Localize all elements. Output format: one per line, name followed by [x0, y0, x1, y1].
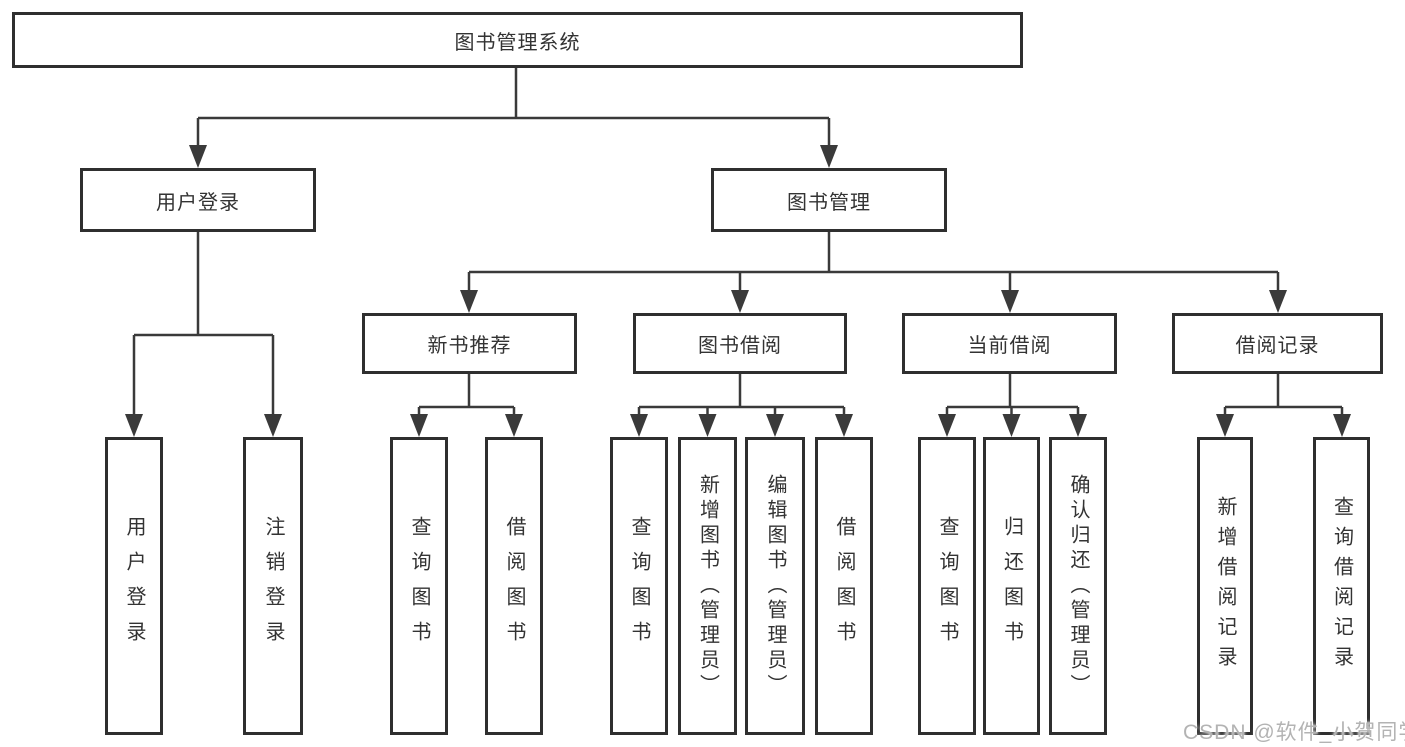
node-label: 借阅记录: [1235, 335, 1320, 357]
node-borrowing-records: 借阅记录: [1172, 313, 1383, 374]
node-label: 查询图书: [408, 516, 430, 656]
node-label: 归还图书: [1000, 516, 1023, 656]
leaf-query-books-current: 查询图书: [918, 437, 976, 735]
node-label: 确认归还（管理员）: [1067, 473, 1089, 699]
node-label: 新增图书（管理员）: [696, 473, 719, 699]
node-book-borrowing: 图书借阅: [633, 313, 847, 374]
node-label: 借阅图书: [503, 516, 525, 656]
leaf-query-borrowing-record: 查询借阅记录: [1313, 437, 1370, 735]
node-label: 当前借阅: [967, 335, 1052, 357]
leaf-user-login: 用户登录: [105, 437, 163, 735]
leaf-borrow-books: 借阅图书: [815, 437, 873, 735]
leaf-confirm-return-admin: 确认归还（管理员）: [1049, 437, 1107, 735]
leaf-logout: 注销登录: [243, 437, 303, 735]
node-label: 图书管理: [787, 191, 871, 214]
arrowheads: [125, 145, 1351, 437]
leaf-add-books-admin: 新增图书（管理员）: [678, 437, 737, 735]
node-label: 新增借阅记录: [1214, 496, 1236, 676]
leaf-return-books: 归还图书: [983, 437, 1040, 735]
node-current-borrowing: 当前借阅: [902, 313, 1117, 374]
node-label: 注销登录: [262, 516, 284, 656]
node-label: 编辑图书（管理员）: [764, 473, 786, 699]
node-user-login: 用户登录: [80, 168, 316, 232]
node-label: 图书管理系统: [454, 31, 581, 54]
node-label: 查询借阅记录: [1330, 496, 1353, 676]
node-book-management: 图书管理: [711, 168, 947, 232]
node-new-book-recommendation: 新书推荐: [362, 313, 577, 374]
node-library-management-system: 图书管理系统: [12, 12, 1023, 68]
node-label: 新书推荐: [427, 335, 512, 357]
leaf-query-books-recommend: 查询图书: [390, 437, 448, 735]
watermark: CSDN @软件_小贺同学: [1183, 721, 1405, 744]
node-label: 用户登录: [156, 191, 240, 214]
node-label: 用户登录: [123, 516, 145, 656]
leaf-borrow-books-recommend: 借阅图书: [485, 437, 543, 735]
leaf-query-books-borrowing: 查询图书: [610, 437, 668, 735]
node-label: 借阅图书: [833, 516, 855, 656]
node-label: 查询图书: [628, 516, 650, 656]
leaf-add-borrowing-record: 新增借阅记录: [1197, 437, 1253, 735]
node-label: 查询图书: [936, 516, 958, 656]
leaf-edit-books-admin: 编辑图书（管理员）: [745, 437, 805, 735]
node-label: 图书借阅: [698, 335, 782, 357]
